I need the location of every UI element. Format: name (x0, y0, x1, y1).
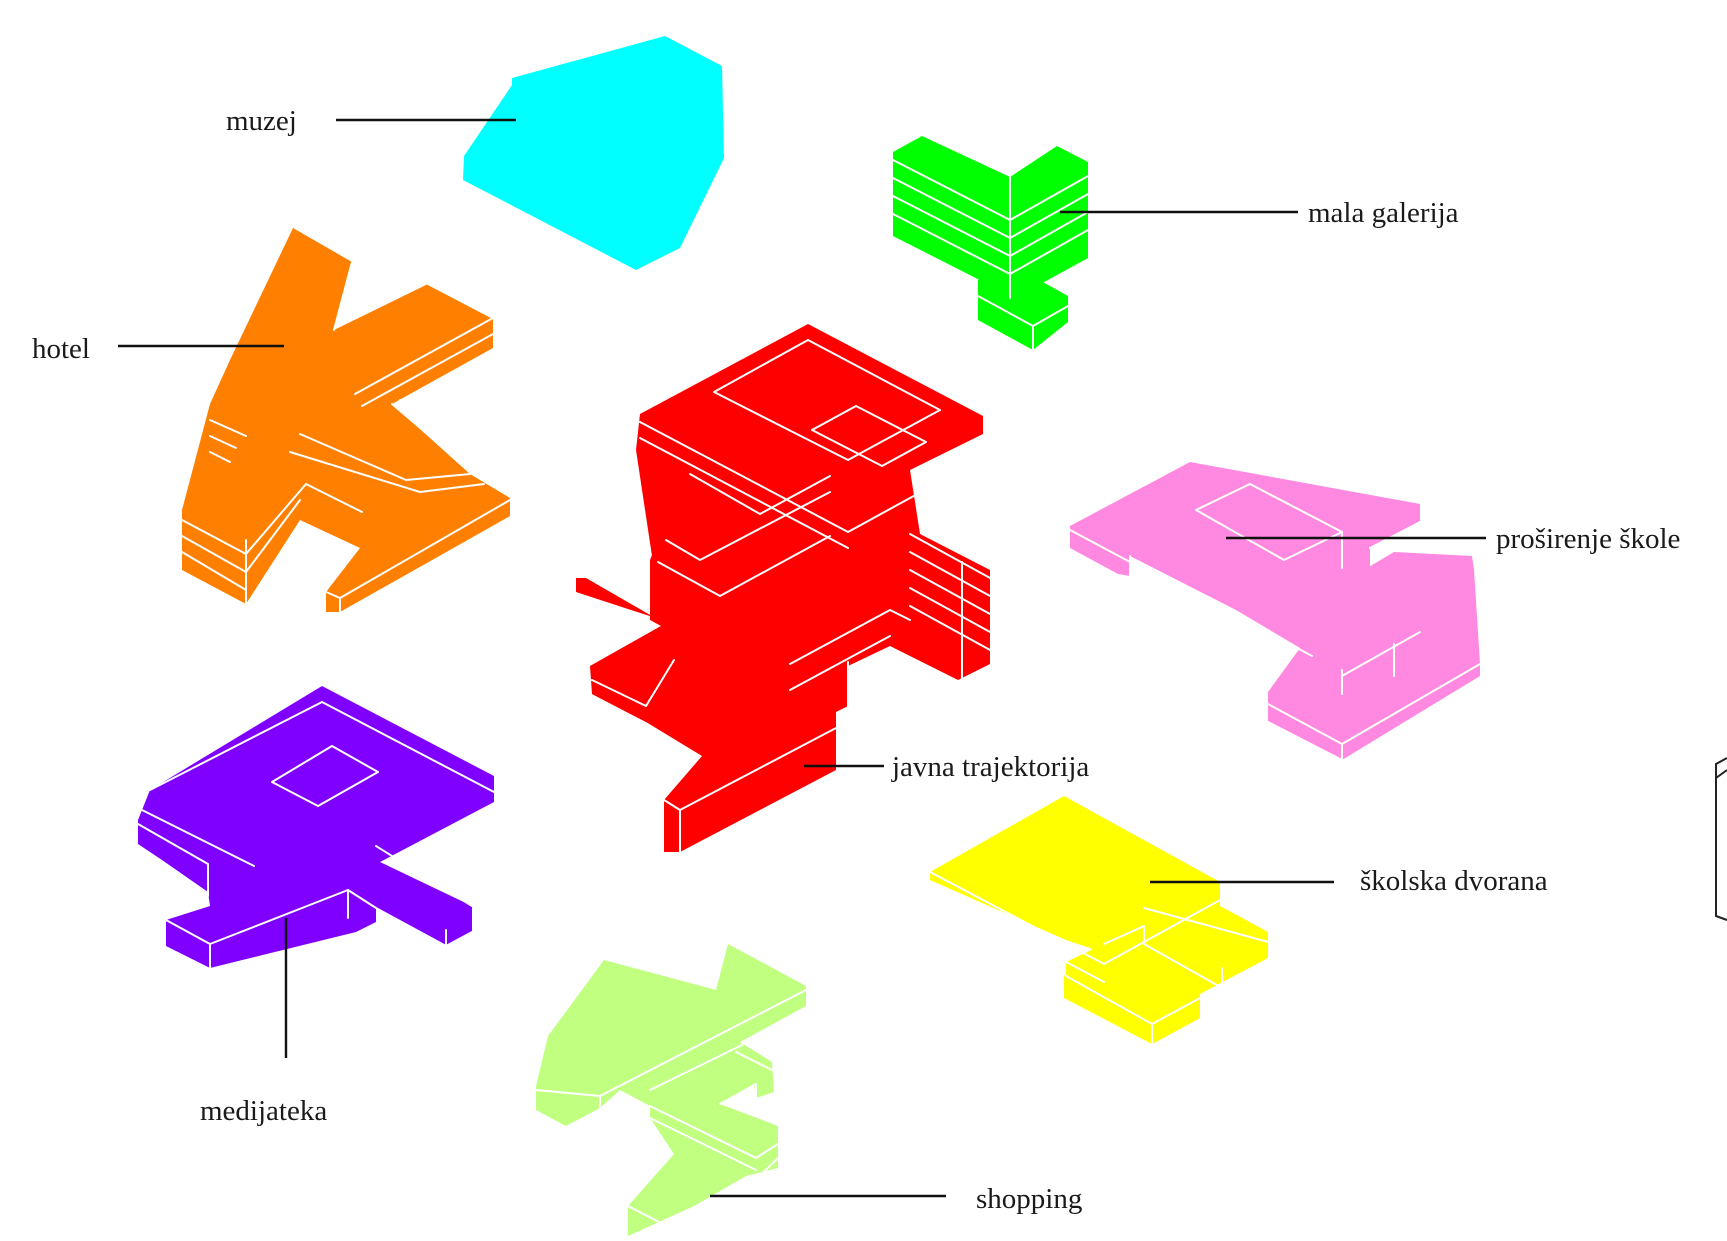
label-javna-trajektorija: javna trajektorija (891, 751, 1089, 783)
medijateka-main-volume (138, 686, 494, 968)
label-muzej: muzej (226, 105, 297, 137)
building-medijateka (138, 686, 494, 968)
building-hotel (182, 228, 510, 612)
mala-galerija-volume (893, 136, 1088, 298)
label-prosirenje-skole: proširenje škole (1496, 523, 1680, 555)
building-muzej (463, 36, 724, 270)
building-prosirenje-skole (1070, 462, 1480, 760)
partial-outline-right-edge (1716, 758, 1727, 920)
label-medijateka: medijateka (200, 1095, 327, 1127)
mala-galerija-base-block (978, 264, 1068, 350)
building-skolska-dvorana (930, 796, 1268, 1044)
prosirenje-skole-main-volume (1070, 462, 1480, 760)
label-mala-galerija: mala galerija (1308, 197, 1459, 229)
muzej-volume (463, 36, 724, 270)
building-mala-galerija (893, 136, 1088, 350)
label-hotel: hotel (32, 333, 90, 365)
label-skolska-dvorana: školska dvorana (1360, 865, 1548, 897)
label-shopping: shopping (976, 1183, 1082, 1215)
shopping-main-volume (536, 944, 806, 1236)
